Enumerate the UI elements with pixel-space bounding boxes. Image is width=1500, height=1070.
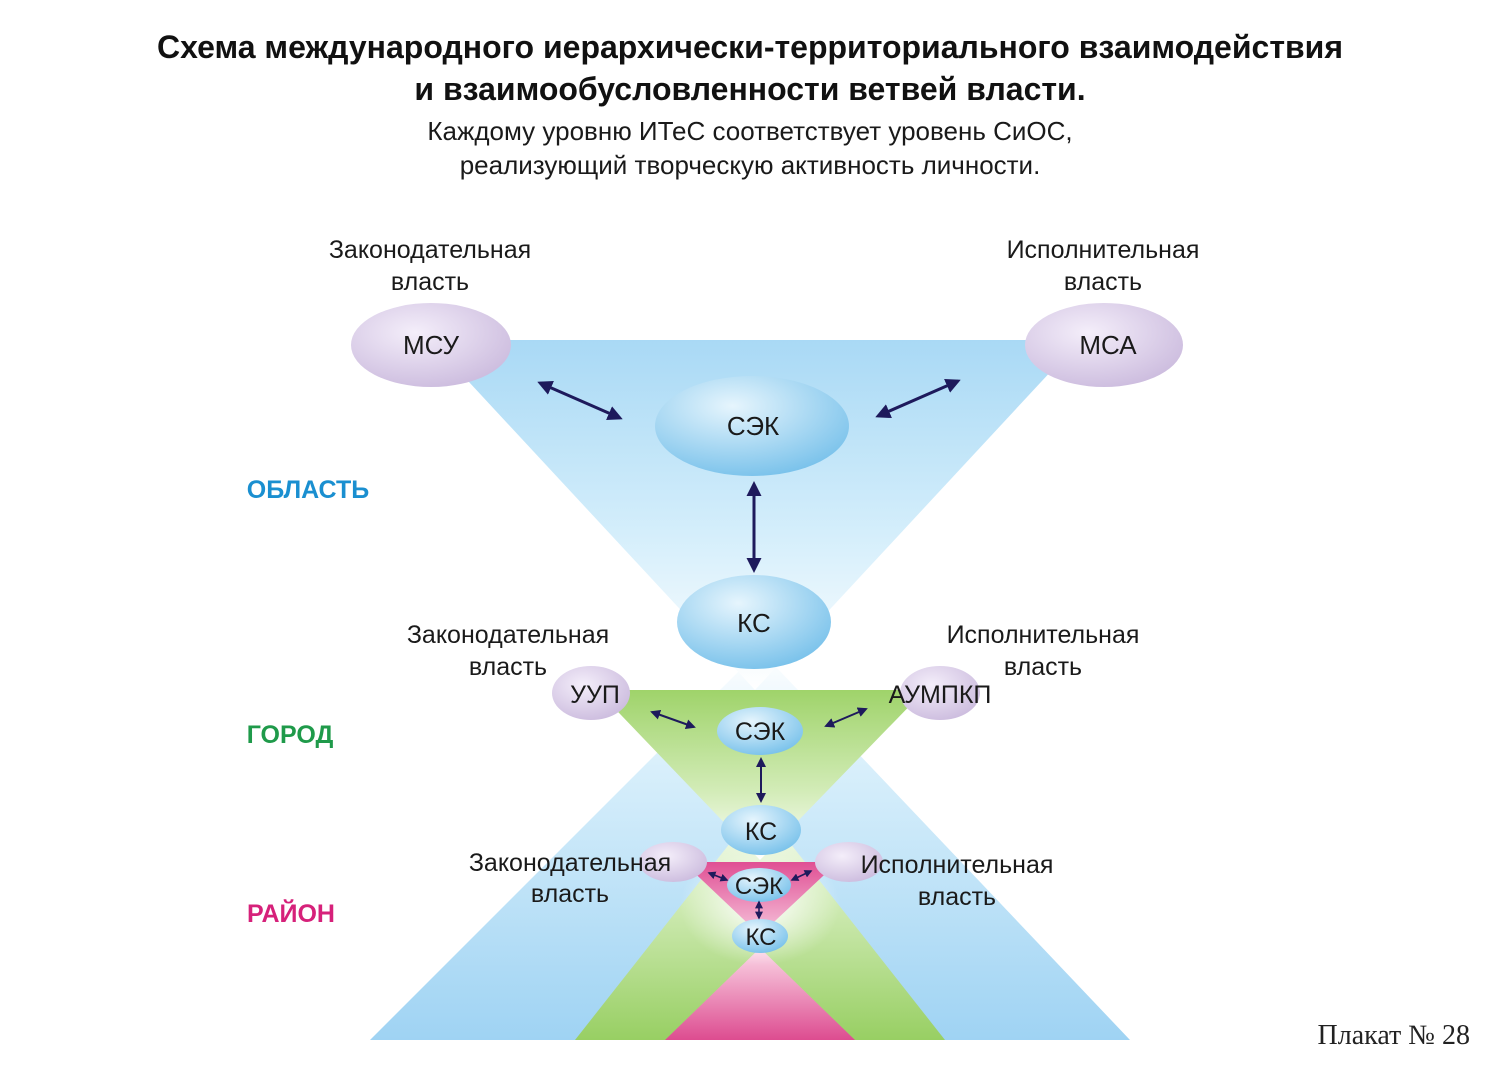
rayon-sek-text: СЭК [735, 873, 783, 900]
oblast-executive-label: Исполнительная [1007, 236, 1200, 264]
gorod-uup-node [552, 666, 630, 720]
rayon-leg-node [639, 842, 707, 882]
gorod-ks-node [721, 805, 801, 855]
arrow-msu-sek [537, 380, 623, 421]
oblast-executive-label-2: власть [1064, 268, 1142, 296]
gorod-aumpkp-node [900, 666, 980, 720]
oblast-legislative-label-2: власть [391, 268, 469, 296]
oblast-msu-text: МСУ [403, 330, 460, 360]
oblast-legislative-label: Законодательная [329, 236, 531, 264]
rayon-executive-label-2: власть [918, 883, 996, 911]
gorod-sek-text: СЭК [735, 718, 786, 746]
rayon-legislative-label-2: власть [531, 880, 609, 908]
poster-number: Плакат № 28 [1317, 1020, 1470, 1051]
oblast-msa-text: МСА [1079, 330, 1137, 360]
oblast-msa-node [1025, 303, 1183, 387]
oblast-ks-node [677, 575, 831, 669]
rayon-legislative-label: Законодательная [469, 849, 671, 877]
oblast-ks-text: КС [737, 608, 771, 638]
level-label-gorod: ГОРОД [247, 721, 334, 749]
rayon-exec-node [815, 842, 883, 882]
level-label-oblast: ОБЛАСТЬ [247, 476, 369, 504]
oblast-sek-text: СЭК [727, 411, 779, 441]
rayon-executive-label: Исполнительная [861, 851, 1054, 879]
poster-title-line1: Схема международного иерархически-террит… [156, 29, 1343, 65]
gorod-aumpkp-text: АУМПКП [889, 681, 992, 709]
oblast-sek-node [655, 376, 849, 476]
gorod-legislative-label: Законодательная [407, 621, 609, 649]
gorod-executive-label: Исполнительная [947, 621, 1140, 649]
gorod-ks-text: КС [745, 818, 777, 846]
poster-subtitle-line2: реализующий творческую активность личнос… [459, 150, 1041, 180]
oblast-msu-node [351, 303, 511, 387]
level-label-rayon: РАЙОН [247, 898, 335, 928]
arrow-msa-sek [875, 378, 961, 419]
rayon-ks-node [732, 919, 788, 953]
arrow-uup-sek [650, 709, 696, 730]
poster-subtitle-line1: Каждому уровню ИТеС соответствует уровен… [427, 116, 1073, 146]
gorod-uup-text: УУП [570, 681, 620, 709]
rayon-sek-node [727, 868, 791, 902]
gorod-executive-label-2: власть [1004, 653, 1082, 681]
poster-title-line2: и взаимообусловленности ветвей власти. [414, 71, 1086, 107]
rayon-base-pyramid [665, 948, 855, 1040]
gorod-legislative-label-2: власть [469, 653, 547, 681]
gorod-sek-node [717, 707, 803, 755]
arrow-rayon-exec-sek [790, 870, 813, 881]
arrow-rayon-leg-sek [707, 871, 729, 882]
arrow-aumpkp-sek [824, 707, 868, 728]
rayon-ks-text: КС [745, 924, 776, 951]
